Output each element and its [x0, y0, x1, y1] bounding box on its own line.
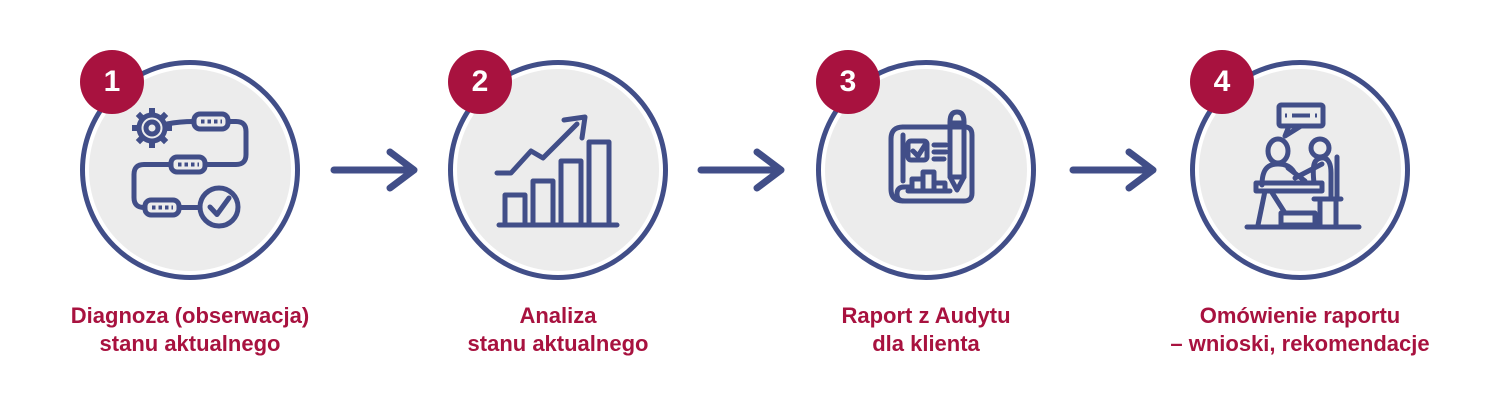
step-number: 4 — [1213, 65, 1231, 98]
right-arrow-icon — [330, 148, 418, 192]
step-label-line1: Raport z Audytu — [841, 303, 1011, 328]
step-label-line2: stanu aktualnego — [99, 331, 281, 356]
step-number: 1 — [103, 65, 121, 98]
step-number-badge: 3 — [816, 50, 880, 114]
step-label: Raport z Audytu dla klienta — [756, 302, 1096, 358]
step-circle: 4 — [1190, 50, 1410, 280]
circle-ring — [80, 60, 300, 280]
step-label-line1: Omówienie raportu — [1199, 303, 1401, 328]
step-3: 3 — [756, 50, 1096, 358]
audit-report-icon — [888, 109, 975, 204]
step-label-line1: Analiza — [519, 303, 597, 328]
step-label: Analiza stanu aktualnego — [388, 302, 728, 358]
step-circle: 1 — [80, 50, 300, 280]
step-circle: 2 — [448, 50, 668, 280]
right-arrow-icon — [1069, 148, 1157, 192]
step-label-line2: – wnioski, rekomendacje — [1170, 331, 1430, 356]
process-flow-icon — [131, 108, 249, 229]
step-label: Omówienie raportu – wnioski, rekomendacj… — [1130, 302, 1470, 358]
step-number-badge: 1 — [80, 50, 144, 114]
step-1: 1 — [20, 50, 360, 358]
step-4: 4 — [1130, 50, 1470, 358]
growth-chart-icon — [494, 114, 620, 228]
step-label-line2: stanu aktualnego — [467, 331, 649, 356]
step-circle: 3 — [816, 50, 1036, 280]
right-arrow-icon — [697, 148, 785, 192]
step-label-line2: dla klienta — [872, 331, 980, 356]
meeting-discussion-icon — [1244, 102, 1362, 230]
step-label-line1: Diagnoza (obserwacja) — [70, 303, 310, 328]
step-number-badge: 4 — [1190, 50, 1254, 114]
step-number: 3 — [839, 65, 857, 98]
step-number: 2 — [471, 65, 489, 98]
step-label: Diagnoza (obserwacja) stanu aktualnego — [20, 302, 360, 358]
step-2: 2 Analiza stanu aktualnego — [388, 50, 728, 358]
circle-ring — [1190, 60, 1410, 280]
circle-ring — [448, 60, 668, 280]
step-number-badge: 2 — [448, 50, 512, 114]
circle-ring — [816, 60, 1036, 280]
